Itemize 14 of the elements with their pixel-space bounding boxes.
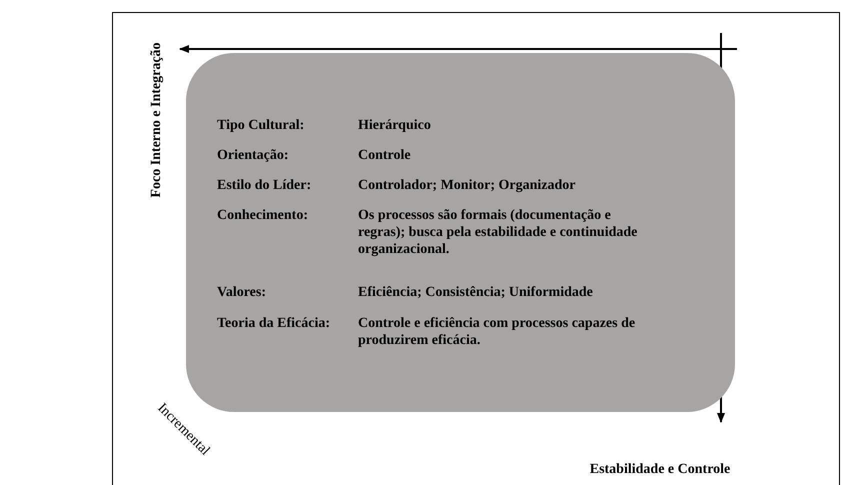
- row-text: Eficiência; Consistência; Uniformidade: [358, 284, 593, 301]
- row-text: Controle: [358, 147, 411, 164]
- row-text: Controlador; Monitor; Organizador: [358, 177, 576, 194]
- row-text: Controle e eficiência com processos capazes de produzirem eficácia.: [358, 315, 636, 349]
- row-heading: Orientação:: [217, 147, 289, 164]
- row-heading: Teoria da Eficácia:: [217, 315, 330, 332]
- row-heading: Tipo Cultural:: [217, 117, 304, 134]
- row-heading: Estilo do Líder:: [217, 177, 312, 194]
- row-heading: Valores:: [217, 284, 266, 301]
- row-text: Hierárquico: [358, 117, 431, 134]
- axis-title: Foco Interno e Integração: [149, 42, 165, 198]
- row-heading: Conhecimento:: [217, 207, 308, 224]
- row-text: Os processos são formais (documentação e regras); busca pela estabilidade e continuidade organizacional.: [358, 207, 638, 258]
- axis-title: Estabilidade e Controle: [590, 462, 730, 478]
